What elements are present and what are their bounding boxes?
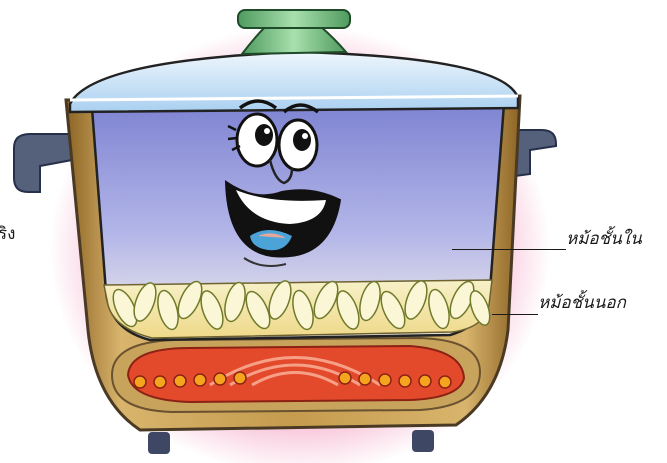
outer-pot-leader	[492, 314, 538, 315]
partial-left-label: ริง	[0, 224, 15, 244]
inner-pot-label: หม้อชั้นใน	[566, 229, 642, 249]
left-pupil	[255, 124, 273, 146]
lid	[70, 52, 518, 112]
right-pupil	[293, 129, 311, 151]
left-foot	[148, 432, 170, 454]
right-handle	[515, 130, 556, 176]
knob-top	[238, 10, 350, 28]
outer-pot-label: หม้อชั้นนอก	[538, 293, 626, 313]
right-foot	[412, 430, 434, 452]
inner-pot-leader	[452, 249, 566, 250]
